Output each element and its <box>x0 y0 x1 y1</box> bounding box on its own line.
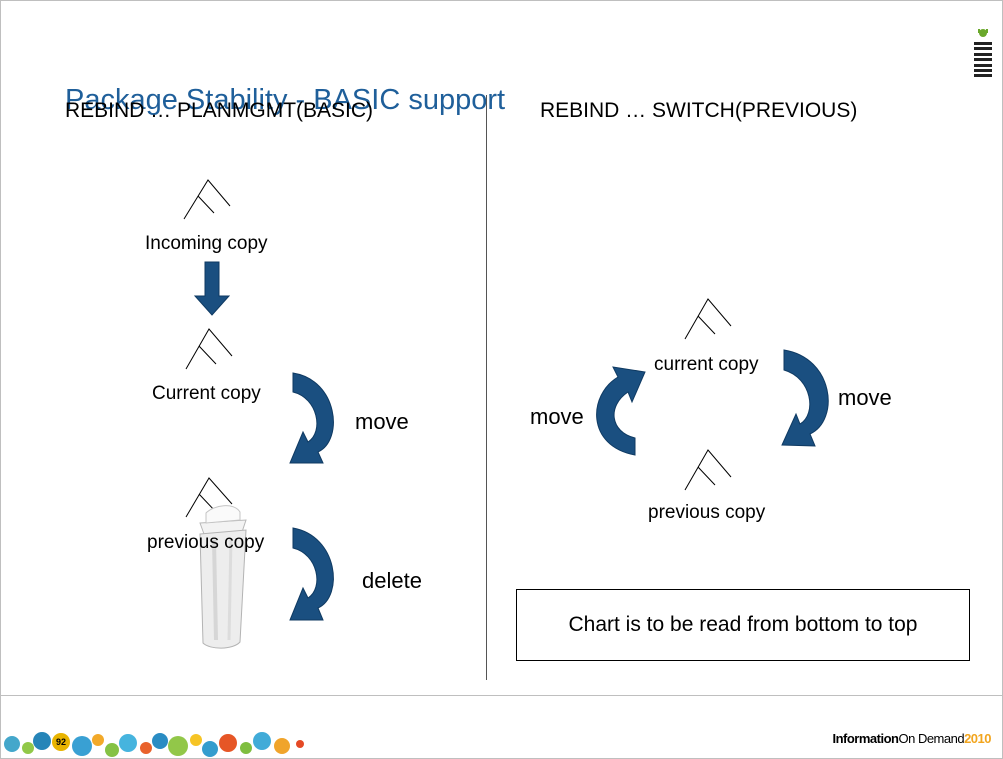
trash-can-icon <box>199 505 247 649</box>
tree-icon <box>183 179 231 220</box>
footer-brand-year: 2010 <box>964 731 991 746</box>
right-previous-copy-label: previous copy <box>648 502 766 523</box>
reading-direction-note: Chart is to be read from bottom to top <box>516 589 970 661</box>
ibm-logo-icon <box>970 26 996 84</box>
slide-title: Package Stability - BASIC support <box>65 84 506 116</box>
right-move-right-label: move <box>838 385 892 410</box>
curved-arrow-icon <box>781 349 829 447</box>
footer-brand-bold: Information <box>832 731 899 746</box>
delete-label: delete <box>362 568 422 593</box>
down-arrow-icon <box>193 261 231 316</box>
right-move-left-label: move <box>530 404 584 429</box>
column-divider <box>486 95 487 680</box>
curved-arrow-icon <box>289 372 334 464</box>
left-heading: REBIND … PLANMGMT(BASIC) <box>65 99 374 122</box>
footer-brand: InformationOn Demand2010 <box>832 731 991 746</box>
right-heading: REBIND … SWITCH(PREVIOUS) <box>540 99 858 122</box>
right-current-copy-label: current copy <box>654 354 759 375</box>
curved-arrow-icon <box>596 366 646 456</box>
left-previous-copy-label: previous copy <box>147 532 265 553</box>
tree-icon <box>684 298 732 340</box>
curved-arrow-icon <box>289 527 334 621</box>
footer-rule <box>0 695 1003 696</box>
left-current-copy-label: Current copy <box>152 383 261 404</box>
page-number-badge: 92 <box>52 733 70 751</box>
left-move-label: move <box>355 409 409 434</box>
incoming-copy-label: Incoming copy <box>145 233 268 254</box>
tree-icon <box>684 449 732 491</box>
footer-brand-light: On Demand <box>898 731 965 746</box>
tree-icon <box>185 328 233 370</box>
